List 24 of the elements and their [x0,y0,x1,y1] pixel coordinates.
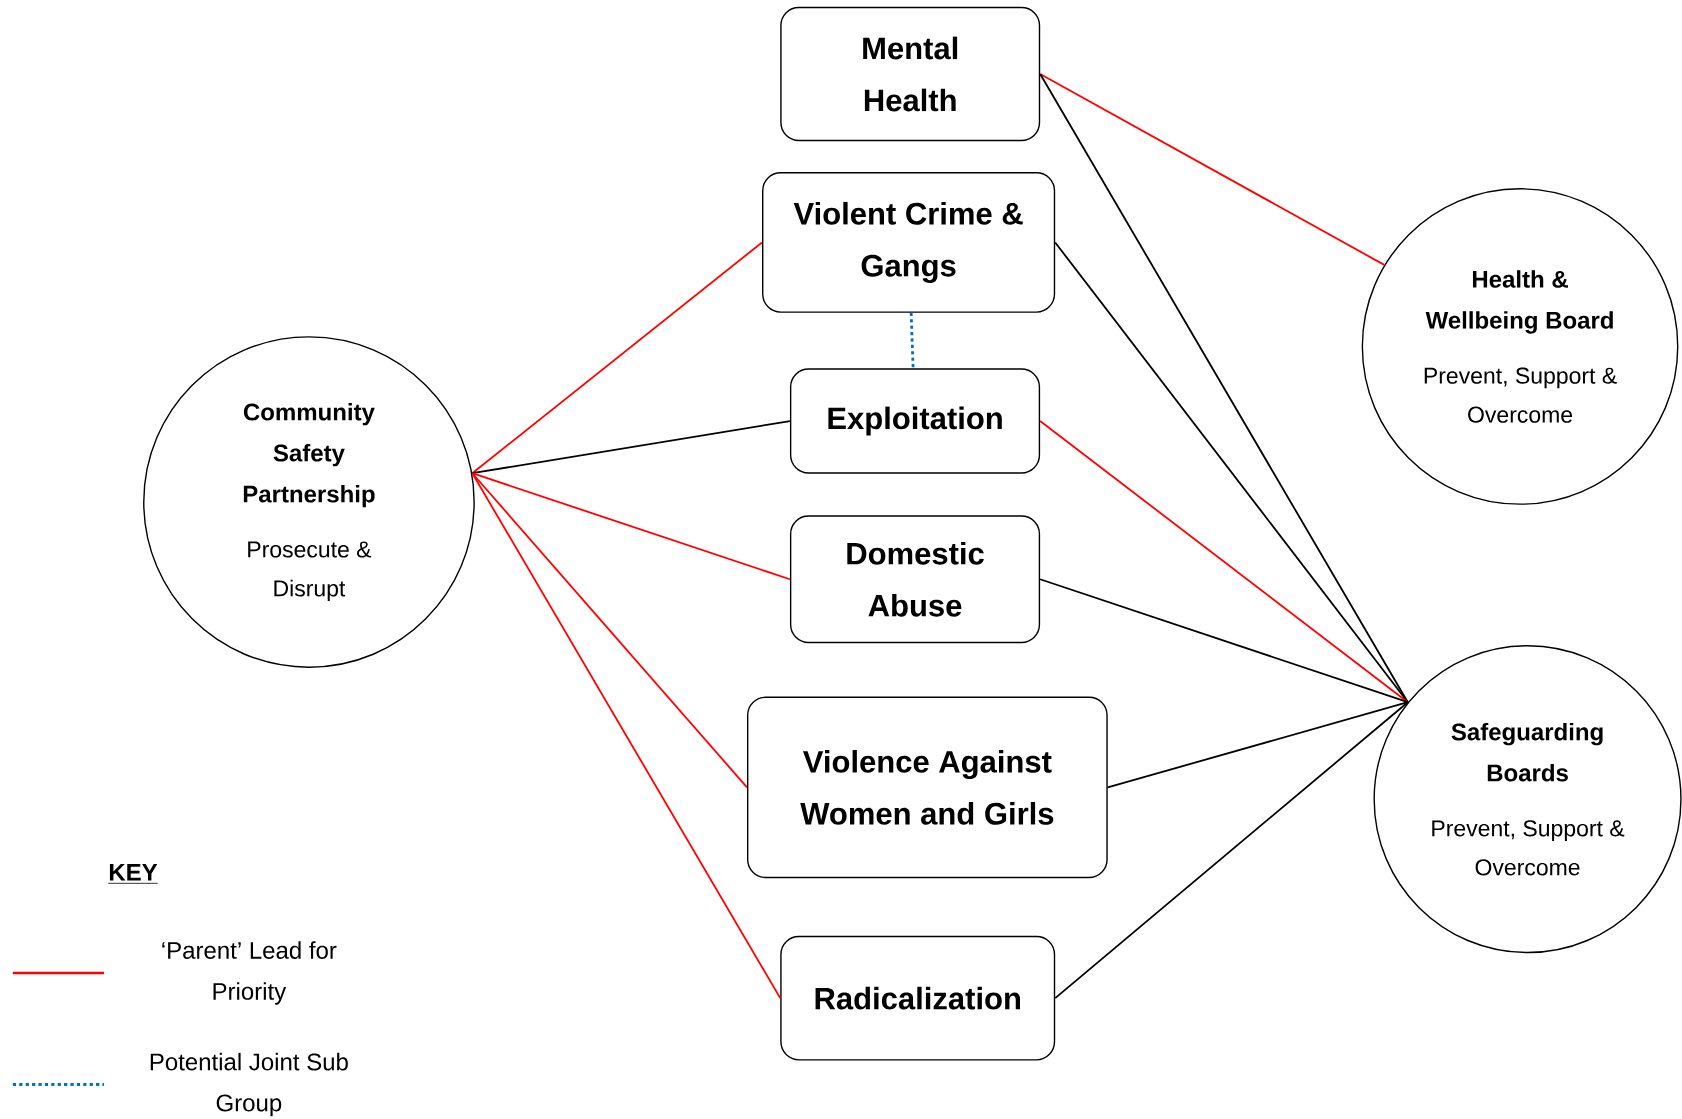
connector-line [471,472,791,581]
connector-line [471,420,791,475]
key-heading: KEY [107,864,159,884]
rounded-box: Mental Health [780,6,1041,142]
circle-node: Safeguarding Boards Prevent, Support & Overcome [1373,645,1682,954]
rounded-box: Violent Crime & Gangs [762,172,1056,313]
rounded-box: Domestic Abuse [789,515,1041,644]
circle-node: Community Safety Partnership Prosecute & Disrupt [143,336,475,668]
connector-line [471,472,748,789]
connector-line [471,241,763,475]
legend-text: Potential Joint Sub Group [150,1052,348,1117]
legend-text: ‘Parent’ Lead for Priority [162,941,337,1005]
connector-line [471,472,782,1000]
connector-line [1054,701,1409,1000]
connector-line [1054,241,1409,704]
connector-line [909,312,915,369]
rounded-box: Violence Against Women and Girls [746,696,1108,879]
connector-line [1039,578,1409,704]
connector-line [1039,420,1409,704]
connector-line [1106,701,1409,789]
circle-node: Health & Wellbeing Board Prevent, Support & Overcome [1361,188,1679,505]
connector-line [1039,73,1386,266]
rounded-box: Radicalization [780,935,1056,1061]
rounded-box: Exploitation [789,368,1041,474]
